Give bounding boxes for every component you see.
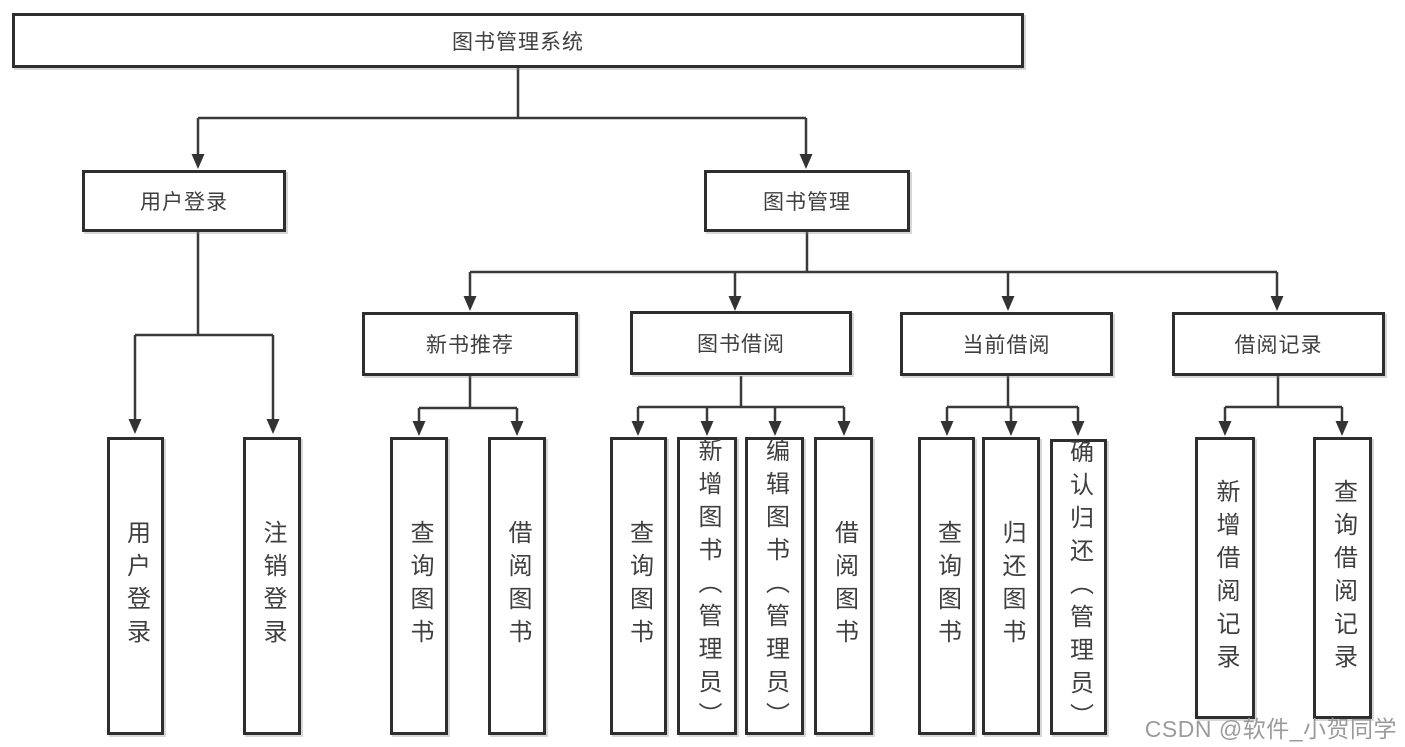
node-current-borrowing: 当前借阅 xyxy=(900,312,1113,376)
leaf-borrow-borrow-books-label: 借阅图书 xyxy=(830,520,858,652)
node-current-borrowing-label: 当前借阅 xyxy=(962,334,1051,357)
leaf-user-login-label: 用户登录 xyxy=(122,520,150,652)
leaf-newbook-borrow-books-label: 借阅图书 xyxy=(504,520,531,652)
node-root-label: 图书管理系统 xyxy=(452,30,584,54)
leaf-current-return-books: 归还图书 xyxy=(982,437,1040,735)
node-user-login: 用户登录 xyxy=(82,170,286,232)
leaf-newbook-query-books: 查询图书 xyxy=(390,437,448,735)
leaf-logout-login-label: 注销登录 xyxy=(259,520,286,652)
leaf-records-query-record: 查询借阅记录 xyxy=(1313,437,1372,719)
node-borrowing-records: 借阅记录 xyxy=(1172,312,1385,376)
leaf-current-query-books-label: 查询图书 xyxy=(933,520,961,652)
node-new-book-recommendation: 新书推荐 xyxy=(362,312,578,376)
leaf-current-confirm-return-admin-label: 确认归还（管理员） xyxy=(1065,438,1093,736)
arrowheads xyxy=(128,154,1349,436)
leaf-borrow-edit-books-admin-label: 编辑图书（管理员） xyxy=(761,437,789,735)
leaf-borrow-add-books-admin-label: 新增图书（管理员） xyxy=(694,437,721,735)
leaf-borrow-borrow-books: 借阅图书 xyxy=(814,437,873,735)
node-new-book-recommendation-label: 新书推荐 xyxy=(426,334,514,357)
leaf-borrow-query-books-label: 查询图书 xyxy=(625,520,653,652)
leaf-borrow-edit-books-admin: 编辑图书（管理员） xyxy=(745,437,804,735)
leaf-current-query-books: 查询图书 xyxy=(918,437,975,735)
leaf-records-add-record-label: 新增借阅记录 xyxy=(1212,479,1239,677)
leaf-newbook-borrow-books: 借阅图书 xyxy=(488,437,546,735)
leaf-current-confirm-return-admin: 确认归还（管理员） xyxy=(1050,438,1107,736)
leaf-records-query-record-label: 查询借阅记录 xyxy=(1329,479,1357,677)
node-user-login-label: 用户登录 xyxy=(140,191,228,214)
leaf-logout-login: 注销登录 xyxy=(243,437,301,735)
node-borrowing-records-label: 借阅记录 xyxy=(1234,334,1323,357)
leaf-records-add-record: 新增借阅记录 xyxy=(1195,437,1255,719)
leaf-borrow-add-books-admin: 新增图书（管理员） xyxy=(677,437,737,735)
node-book-borrowing: 图书借阅 xyxy=(630,311,852,375)
leaf-current-return-books-label: 归还图书 xyxy=(998,520,1025,652)
node-root: 图书管理系统 xyxy=(12,13,1024,68)
csdn-watermark: CSDN @软件_小贺同学 xyxy=(1144,716,1397,742)
leaf-newbook-query-books-label: 查询图书 xyxy=(406,520,433,652)
leaf-borrow-query-books: 查询图书 xyxy=(610,437,667,735)
node-book-management-label: 图书管理 xyxy=(763,191,851,214)
leaf-user-login: 用户登录 xyxy=(107,437,164,735)
node-book-borrowing-label: 图书借阅 xyxy=(697,333,785,356)
tree-edges xyxy=(133,68,1344,423)
node-book-management: 图书管理 xyxy=(704,170,910,232)
